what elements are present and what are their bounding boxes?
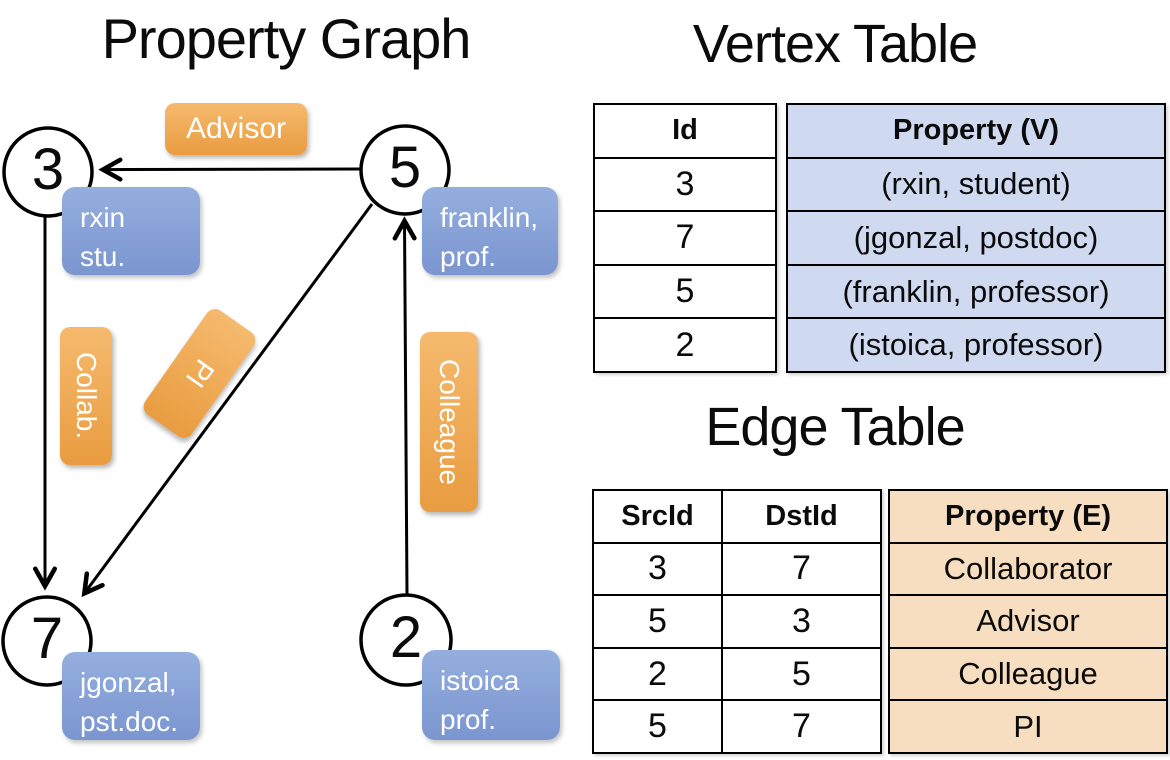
edge-table-header-srcid: SrcId — [621, 499, 694, 532]
edge-table-srcid-cell: 5 — [648, 601, 667, 640]
vertex-table-title: Vertex Table — [692, 14, 978, 74]
vertex-table-id-cell: 7 — [675, 218, 695, 257]
node-2-property-box: istoica prof. — [422, 650, 560, 740]
edge-table-srcid-cell: 3 — [648, 549, 667, 588]
node-3-id: 3 — [31, 136, 65, 202]
vertex-table-property-column: Property (V) (rxin, student) (jgonzal, p… — [786, 103, 1166, 373]
vertex-table-header-id: Id — [672, 114, 698, 147]
edge-table-id-columns: SrcId DstId 3 7 5 3 2 5 5 7 — [592, 489, 882, 754]
edge-table-property-cell: Collaborator — [943, 550, 1113, 586]
vertex-table-id-cell: 2 — [675, 325, 695, 364]
edge-label-advisor: Advisor — [165, 103, 307, 155]
edge-table-srcid-cell: 5 — [648, 707, 667, 746]
edge-table-header-property: Property (E) — [945, 499, 1111, 532]
property-graph-title: Property Graph — [101, 7, 472, 70]
vertex-table-id-cell: 3 — [675, 164, 695, 203]
node-5-id: 5 — [388, 134, 422, 200]
vertex-table-header-property: Property (V) — [893, 114, 1059, 147]
node-3-property-line2: stu. — [80, 240, 126, 272]
edge-pi-5-to-7 — [85, 203, 374, 593]
edge-table-property-cell: Colleague — [958, 656, 1098, 692]
edge-table-property-column: Property (E) Collaborator Advisor Collea… — [888, 489, 1168, 754]
node-2-property-line2: prof. — [440, 703, 497, 735]
edge-table-dstid-cell: 5 — [721, 648, 880, 700]
vertex-table-id-column: Id 3 7 5 2 — [593, 103, 777, 373]
node-7-property-line2: pst.doc. — [80, 705, 179, 737]
edge-table-srcid-cell: 2 — [648, 654, 667, 693]
node-7-property-line1: jgonzal, — [80, 667, 177, 698]
edge-advisor-5-to-3 — [104, 169, 362, 170]
vertex-table-property-cell: (rxin, student) — [881, 166, 1071, 202]
edge-table-header-dstid: DstId — [721, 491, 880, 542]
edge-table-property-cell: PI — [1013, 708, 1043, 744]
node-5-property-line1: franklin, — [440, 202, 539, 233]
node-7-property-box: jgonzal, pst.doc. — [62, 652, 200, 740]
node-5-property-box: franklin, prof. — [422, 187, 558, 275]
node-3-property-line1: rxin — [80, 202, 126, 233]
edge-table-dstid-cell: 7 — [721, 543, 880, 595]
vertex-table-property-cell: (franklin, professor) — [842, 273, 1110, 309]
node-7-id: 7 — [30, 605, 64, 671]
edge-table-title: Edge Table — [705, 397, 965, 457]
edge-label-colleague: Colleague — [420, 332, 478, 512]
node-3-property-box: rxin stu. — [62, 187, 200, 275]
node-2-id: 2 — [389, 604, 423, 670]
node-2-property-line1: istoica — [440, 665, 520, 696]
edge-table-dstid-cell: 3 — [721, 596, 880, 647]
edge-table-dstid-cell: 7 — [721, 701, 880, 752]
vertex-table-id-cell: 5 — [675, 272, 695, 311]
edge-colleague-2-to-5 — [405, 222, 408, 595]
node-5-property-line2: prof. — [440, 240, 497, 272]
vertex-table-property-cell: (istoica, professor) — [848, 327, 1104, 363]
edge-label-collab: Collab. — [60, 327, 112, 465]
vertex-table-property-cell: (jgonzal, postdoc) — [853, 219, 1099, 255]
edge-table-property-cell: Advisor — [976, 603, 1080, 639]
